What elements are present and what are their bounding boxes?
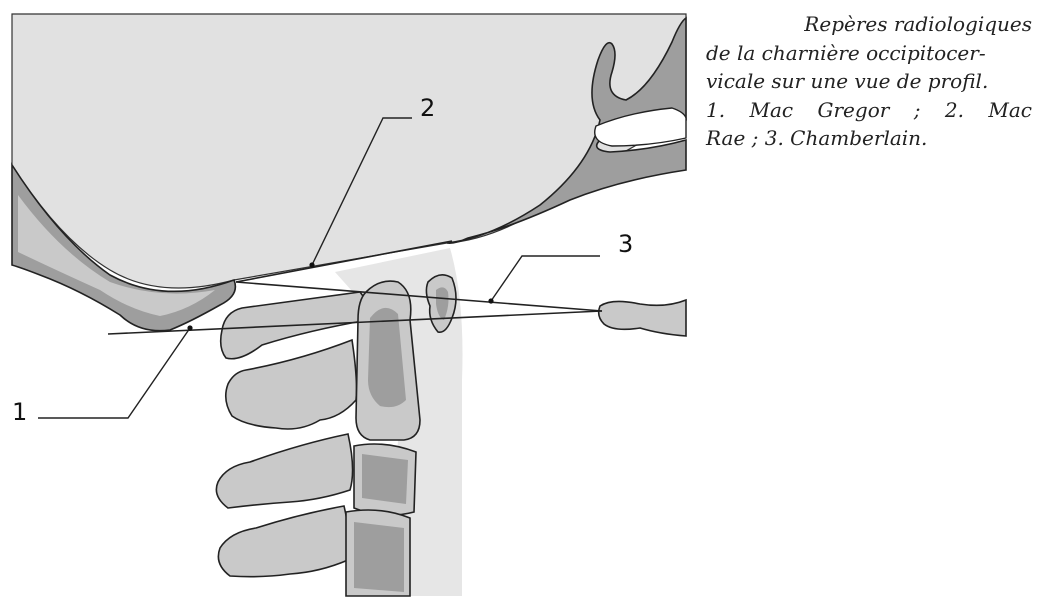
caption-word: 1. [706, 96, 725, 125]
c4-posterior-elements [218, 506, 349, 577]
caption-line-1: Repères radiologiques [706, 10, 1032, 39]
c3-posterior-elements [216, 434, 352, 508]
caption-line-4: 1. Mac Gregor ; 2. Mac [706, 96, 1032, 125]
occipitocervical-junction-diagram: 1 2 3 [0, 0, 700, 599]
c3-body-core [362, 454, 408, 504]
c4-body-core [354, 522, 404, 592]
leader-dot-1 [187, 325, 192, 330]
figure-caption: Repères radiologiques de la charnière oc… [706, 10, 1032, 153]
skull-cavity [12, 14, 686, 288]
leader-dot-2 [309, 262, 314, 267]
leader-line-3 [491, 256, 600, 301]
caption-word: Mac [988, 96, 1032, 125]
caption-word: Gregor [818, 96, 890, 125]
caption-line-2: de la charnière occipitocer- [706, 39, 1032, 68]
label-3-chamberlain: 3 [618, 230, 633, 258]
label-1-mac-gregor: 1 [12, 398, 27, 426]
caption-line-5: Rae ; 3. Chamberlain. [706, 124, 1032, 153]
caption-word: Mac [750, 96, 794, 125]
leader-line-1 [38, 328, 190, 418]
leader-dot-3 [488, 298, 493, 303]
hard-palate [599, 300, 686, 336]
label-2-mac-rae: 2 [420, 94, 435, 122]
caption-word: ; [914, 96, 921, 125]
caption-word: 2. [945, 96, 964, 125]
caption-line-3: vicale sur une vue de profil. [706, 67, 1032, 96]
